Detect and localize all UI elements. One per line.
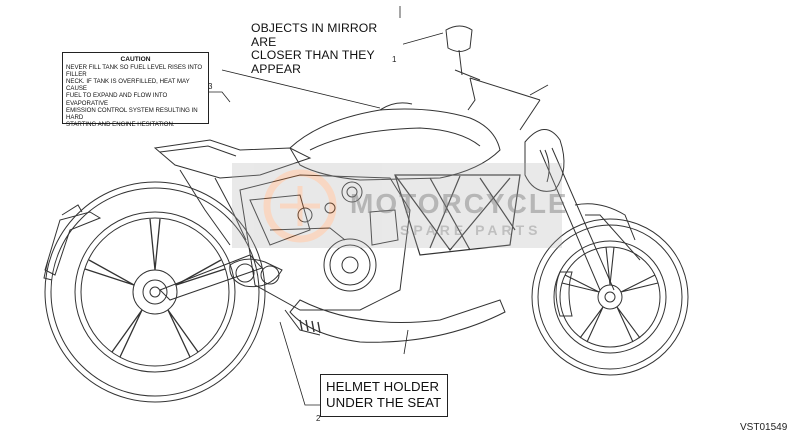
caution-line-3: FUEL TO EXPAND AND FLOW INTO EVAPORATIVE — [66, 92, 168, 107]
mirror-warning-label: OBJECTS IN MIRROR ARE CLOSER THAN THEY A… — [245, 18, 403, 75]
watermark-brand: MOTORCYCLE — [350, 188, 569, 219]
mirror — [445, 25, 473, 76]
helmet-label-line-1: HELMET HOLDER — [326, 379, 440, 394]
helmet-holder-label: HELMET HOLDER UNDER THE SEAT — [320, 374, 448, 417]
callout-number-1: 1 — [392, 55, 397, 64]
watermark-sub: SPARE PARTS — [400, 222, 542, 238]
caution-line-2: NECK. IF TANK IS OVERFILLED, HEAT MAY CA… — [66, 78, 190, 93]
engine — [239, 174, 411, 311]
trellis-frame — [394, 174, 521, 256]
front-wheel — [531, 218, 689, 376]
caution-line-1: NEVER FILL TANK SO FUEL LEVEL RISES INTO… — [66, 64, 203, 79]
caution-line-5: STARTING AND ENGINE HESITATION. — [66, 120, 175, 128]
caution-label: CAUTION NEVER FILL TANK SO FUEL LEVEL RI… — [62, 52, 209, 128]
tail-and-seat — [153, 139, 312, 246]
drawing-reference: VST01549 — [740, 422, 788, 433]
mirror-label-line-2: CLOSER THAN THEY APPEAR — [251, 48, 375, 76]
caution-line-4: EMISSION CONTROL SYSTEM RESULTING IN HAR… — [66, 106, 198, 121]
rear-wheel — [44, 181, 266, 403]
rear-fender — [43, 204, 102, 281]
mirror-label-line-1: OBJECTS IN MIRROR ARE — [251, 21, 378, 49]
callout-number-2: 2 — [316, 414, 321, 423]
watermark — [232, 163, 562, 248]
helmet-label-line-2: UNDER THE SEAT — [326, 395, 442, 410]
swingarm — [159, 254, 263, 301]
callout-number-3: 3 — [208, 82, 213, 91]
caution-title: CAUTION — [120, 56, 151, 63]
front-end — [454, 69, 641, 291]
exhaust — [229, 258, 506, 343]
fuel-tank — [289, 102, 501, 181]
